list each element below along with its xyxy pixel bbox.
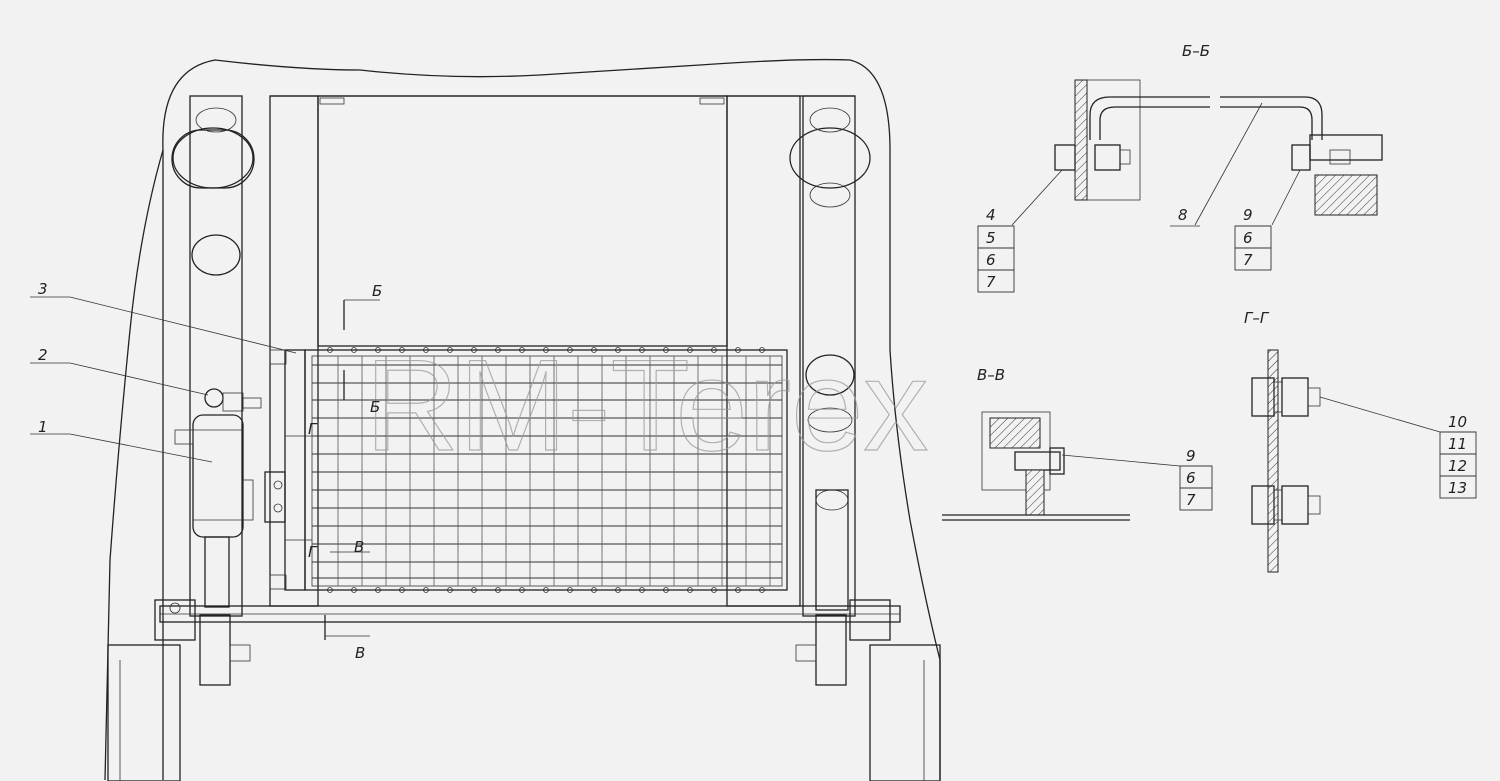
callout-gg-12: 12	[1448, 457, 1467, 475]
cab-outline	[162, 58, 941, 780]
callout-vv-9: 9	[1186, 447, 1196, 465]
left-post	[189, 95, 319, 617]
callout-gg-13: 13	[1448, 479, 1467, 497]
mark-v-bottom: В	[355, 644, 365, 662]
callout-3: 3	[38, 280, 48, 298]
left-headlight	[171, 107, 255, 276]
title-section-vv: В–В	[977, 366, 1005, 384]
section-vv	[942, 411, 1213, 521]
mark-b-bottom: Б	[370, 398, 380, 416]
watermark: RM-Terex	[365, 332, 928, 478]
rivets-bottom	[327, 587, 765, 593]
callout-1: 1	[38, 418, 48, 436]
right-fitting	[795, 489, 891, 686]
title-section-bb: Б–Б	[1182, 42, 1210, 60]
callout-2: 2	[38, 346, 48, 364]
condenser-fins	[312, 364, 782, 579]
condenser	[269, 347, 788, 593]
callout-bb-9: 9	[1243, 206, 1253, 224]
title-section-gg: Г–Г	[1244, 309, 1270, 327]
callout-gg-11: 11	[1448, 435, 1467, 453]
callout-bb-7b: 7	[1243, 251, 1253, 269]
callout-bb-6: 6	[986, 251, 996, 269]
section-bb	[977, 79, 1383, 293]
mark-g-top: Г	[308, 420, 318, 438]
left-foot	[107, 644, 181, 781]
callout-leaders	[30, 296, 297, 463]
right-foot	[869, 644, 941, 781]
pressure-switch	[204, 388, 262, 412]
callout-vv-7: 7	[1186, 491, 1196, 509]
callout-bb-7: 7	[986, 273, 996, 291]
section-gg	[1251, 349, 1477, 573]
section-markers	[285, 299, 380, 640]
right-headlight	[789, 107, 871, 433]
callout-bb-6b: 6	[1243, 229, 1253, 247]
upper-panel	[317, 95, 728, 347]
mark-g-bottom: Г	[308, 543, 318, 561]
mark-b-top: Б	[372, 282, 382, 300]
left-fitting	[154, 599, 251, 686]
condenser-tubes	[337, 356, 771, 586]
callout-bb-8: 8	[1178, 206, 1188, 224]
callout-bb-5: 5	[986, 229, 996, 247]
callout-bb-4: 4	[986, 206, 996, 224]
mark-v-mid: В	[354, 538, 364, 556]
receiver-dryer	[174, 414, 254, 608]
cab-outline-left	[104, 149, 164, 781]
rivets-top	[327, 347, 765, 353]
callout-vv-6: 6	[1186, 469, 1196, 487]
callout-gg-10: 10	[1448, 413, 1467, 431]
